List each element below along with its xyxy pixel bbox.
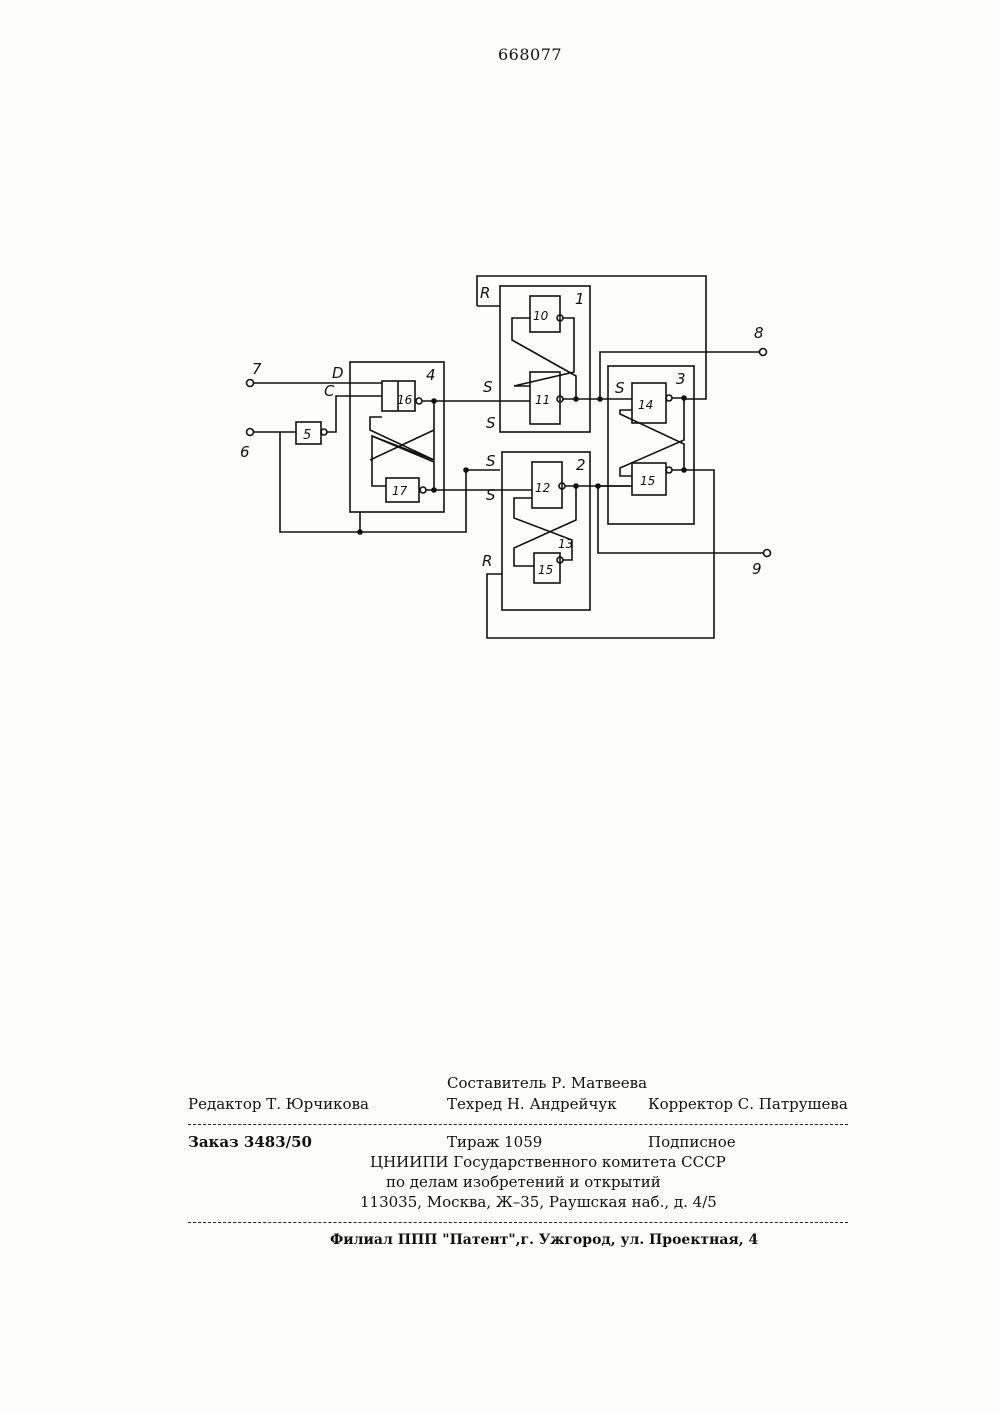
block-1-cross-b [512, 318, 576, 399]
label-element-12: 12 [535, 481, 550, 495]
label-signal-R1: R [480, 284, 490, 302]
imprint-org-line3: 113035, Москва, Ж–35, Раушская наб., д. … [360, 1193, 717, 1211]
label-block-1: 1 [575, 290, 585, 308]
junction-dot [432, 488, 436, 492]
label-signal-S2: S [486, 414, 496, 432]
imprint-editor: Редактор Т. Юрчикова [188, 1095, 369, 1113]
block-2-frame [502, 452, 590, 610]
circuit-schematic: 4 1 2 3 5 10 11 12 13 15 14 15 16 17 7 6… [0, 0, 1000, 700]
terminal-6 [247, 429, 254, 436]
junction-dot [682, 468, 686, 472]
label-terminal-8: 8 [754, 324, 764, 342]
imprint-compiler: Составитель Р. Матвеева [447, 1074, 647, 1092]
imprint-circulation: Тираж 1059 [447, 1133, 542, 1151]
junction-dot [596, 484, 600, 488]
label-block-2: 2 [576, 456, 586, 474]
label-element-10: 10 [533, 309, 549, 323]
label-terminal-6: 6 [240, 443, 250, 461]
label-signal-S4: S [486, 486, 496, 504]
label-element-5: 5 [303, 428, 311, 443]
element-17-inverter [420, 487, 426, 493]
imprint-subscription: Подписное [648, 1133, 736, 1151]
label-signal-R2: R [482, 552, 492, 570]
label-terminal-9: 9 [752, 560, 762, 578]
junction-dot [574, 484, 578, 488]
element-16-inverter [416, 398, 422, 404]
junction-dot [464, 468, 468, 472]
label-element-14: 14 [638, 398, 653, 412]
terminal-7 [247, 380, 254, 387]
terminal-8 [760, 349, 767, 356]
element-5-inverter [321, 429, 327, 435]
label-element-17: 17 [392, 484, 408, 498]
imprint-techred: Техред Н. Андрейчук [447, 1095, 617, 1113]
imprint-org-line2: по делам изобретений и открытий [386, 1173, 661, 1191]
junction-dot [682, 396, 686, 400]
label-block-4: 4 [426, 366, 436, 384]
label-element-13: 13 [558, 537, 573, 551]
label-element-11: 11 [535, 393, 550, 407]
wire-C [327, 396, 382, 432]
block-4-cross-a [370, 401, 434, 460]
imprint-org-line1: ЦНИИПИ Государственного комитета СССР [370, 1153, 726, 1171]
element-15-inverter [666, 467, 672, 473]
label-terminal-7: 7 [252, 360, 262, 378]
junction-dot [432, 399, 436, 403]
junction-dot [598, 397, 602, 401]
block-3-cross-b [620, 410, 684, 470]
block-4-cross-c [372, 436, 434, 460]
divider-rule [188, 1222, 848, 1223]
label-signal-C: C [324, 382, 335, 400]
label-element-15-a: 15 [640, 474, 655, 488]
wire-6-bus [280, 432, 500, 532]
label-element-16: 16 [397, 393, 413, 407]
imprint-corrector: Корректор С. Патрушева [648, 1095, 848, 1113]
block-1-cross-a [514, 318, 574, 386]
label-signal-S3: S [486, 452, 496, 470]
junction-dot [358, 530, 362, 534]
wire-to-9 [598, 486, 764, 553]
imprint-branch: Филиал ППП "Патент",г. Ужгород, ул. Прое… [330, 1231, 758, 1249]
label-element-15-b: 15 [538, 563, 553, 577]
imprint-order: Заказ 3483/50 [188, 1133, 312, 1151]
terminal-9 [764, 550, 771, 557]
wire-R-bottom [487, 470, 714, 638]
label-signal-S1: S [483, 378, 493, 396]
junction-dot [574, 397, 578, 401]
divider-rule [188, 1124, 848, 1125]
label-signal-S5: S [615, 379, 625, 397]
element-14-inverter [666, 395, 672, 401]
label-block-3: 3 [676, 370, 686, 388]
label-signal-D: D [332, 364, 344, 382]
